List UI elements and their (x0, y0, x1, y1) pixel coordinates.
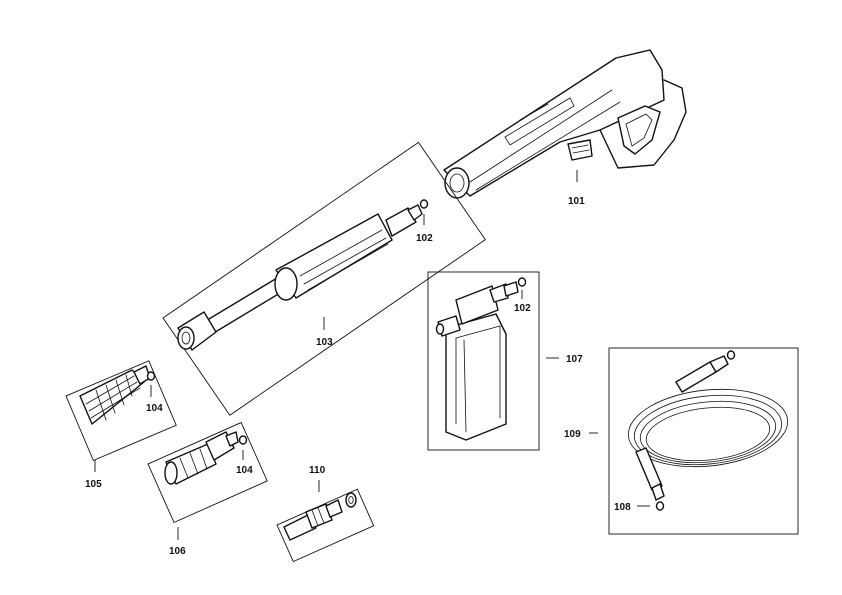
lance-box (162, 141, 486, 416)
part-label-104-nozzle105: 104 (146, 403, 163, 414)
hose-drawing (627, 355, 789, 501)
variable-nozzle-drawing (164, 431, 239, 485)
part-label-108: 108 (614, 502, 631, 513)
part-label-104-nozzle106: 104 (236, 465, 253, 476)
rotary-nozzle-drawing (79, 365, 151, 425)
lance-drawing (177, 204, 423, 351)
o-ring-109-top (726, 350, 736, 360)
part-label-103: 103 (316, 337, 333, 348)
part-label-107: 107 (566, 354, 583, 365)
nozzle-105-box (65, 360, 177, 462)
part-label-101: 101 (568, 196, 585, 207)
hose-109-box (608, 347, 799, 535)
part-label-105: 105 (85, 479, 102, 490)
o-ring-108 (655, 501, 665, 511)
o-ring-104-nozzle105 (146, 371, 156, 381)
bottle-107-box (427, 271, 540, 451)
part-label-102-bottle: 102 (514, 303, 531, 314)
part-label-106: 106 (169, 546, 186, 557)
quick-coupler-drawing (283, 499, 343, 541)
nozzle-106-box (147, 421, 268, 524)
spray-gun-handle-drawing (443, 49, 687, 199)
coupler-washer (345, 492, 357, 508)
o-ring-104-nozzle106 (238, 435, 248, 445)
part-label-102-lance: 102 (416, 233, 433, 244)
part-label-109: 109 (564, 429, 581, 440)
detergent-bottle-drawing (435, 281, 519, 441)
o-ring-102-lance (419, 199, 429, 209)
o-ring-102-bottle (517, 277, 527, 287)
part-label-110: 110 (309, 465, 326, 476)
